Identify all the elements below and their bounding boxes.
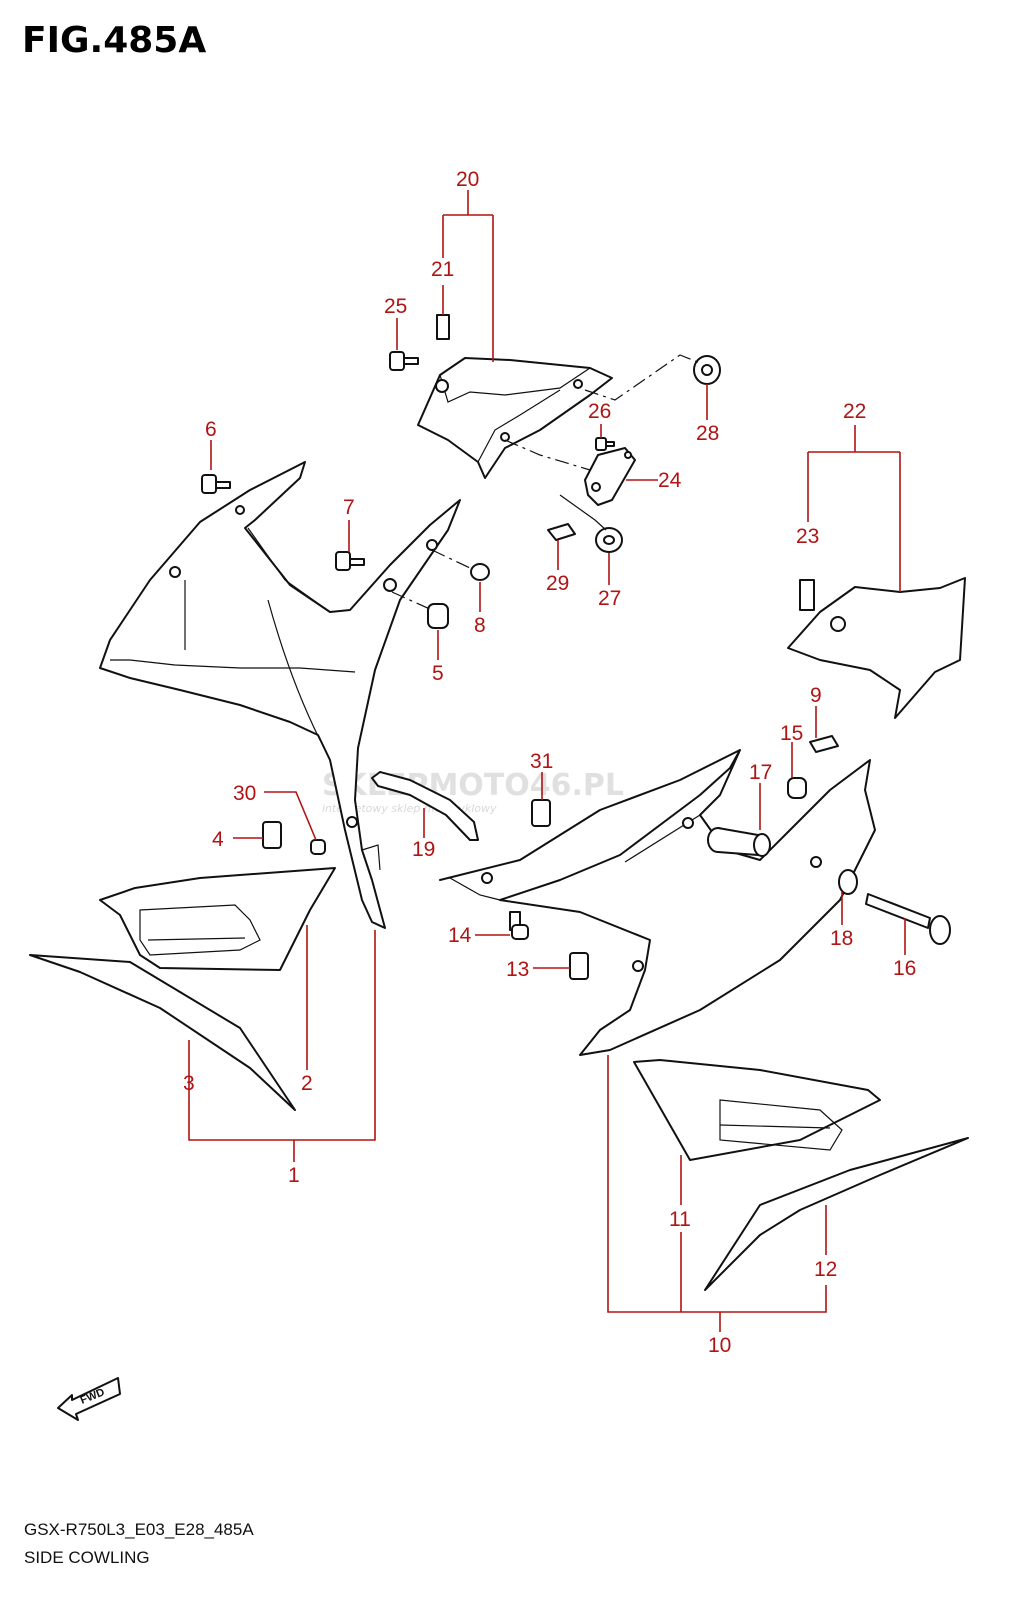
side-cowling-left-part — [99, 461, 461, 929]
footer-diagram-code: GSX-R750L3_E03_E28_485A — [24, 1520, 254, 1539]
callout-6: 6 — [205, 418, 217, 441]
callout-24: 24 — [658, 469, 682, 492]
stripe-3-part — [29, 954, 296, 1111]
callout-1: 1 — [288, 1164, 300, 1187]
callout-30: 30 — [233, 782, 256, 805]
decal-2-part — [99, 867, 336, 971]
panel-22-part — [787, 577, 966, 719]
callout-12: 12 — [814, 1258, 837, 1281]
callout-4: 4 — [212, 828, 224, 851]
grommet-5-part — [427, 603, 449, 629]
callout-23: 23 — [796, 525, 819, 548]
callout-3: 3 — [183, 1072, 195, 1095]
callout-14: 14 — [448, 924, 472, 947]
callout-8: 8 — [474, 614, 486, 637]
stripe-12-part — [704, 1137, 969, 1291]
cushion-29-part — [547, 523, 576, 541]
collar-18-part — [838, 869, 858, 895]
inner-cowling-upper-part — [417, 357, 613, 479]
side-cowling-right-part — [439, 749, 876, 1056]
callout-28: 28 — [696, 422, 719, 445]
bolt-16-part — [865, 893, 951, 945]
callout-18: 18 — [830, 927, 853, 950]
brace-19-part — [371, 771, 479, 841]
callout-9: 9 — [810, 684, 822, 707]
nut-13-part — [569, 952, 589, 980]
clip-30-part — [310, 839, 326, 855]
nut-8-part — [470, 563, 490, 581]
cap-15-part — [787, 777, 807, 799]
callout-25: 25 — [384, 295, 407, 318]
forward-arrow-icon: FWD — [57, 1377, 121, 1421]
bolt-25-part — [389, 351, 419, 371]
bracket-24-part — [584, 447, 636, 506]
callout-21: 21 — [431, 258, 454, 281]
callout-20: 20 — [456, 168, 479, 191]
callout-10: 10 — [708, 1334, 731, 1357]
callout-17: 17 — [749, 761, 772, 784]
spacer-17-part — [707, 827, 771, 857]
grommet-28-part — [693, 355, 721, 385]
bolt-7-part — [335, 551, 365, 571]
callout-15: 15 — [780, 722, 803, 745]
callout-13: 13 — [506, 958, 529, 981]
figure-title: FIG.485A — [22, 20, 207, 61]
decal-11-part — [633, 1059, 881, 1161]
callout-2: 2 — [301, 1072, 313, 1095]
callout-11: 11 — [669, 1208, 691, 1231]
footer-section-name: SIDE COWLING — [24, 1548, 150, 1567]
screw-14-part — [509, 911, 529, 940]
callout-19: 19 — [412, 838, 435, 861]
callout-26: 26 — [588, 400, 611, 423]
callout-29: 29 — [546, 572, 569, 595]
callout-16: 16 — [893, 957, 916, 980]
grommet-27-part — [595, 527, 623, 553]
nut-31-part — [531, 799, 551, 827]
callout-7: 7 — [343, 496, 355, 519]
callout-5: 5 — [432, 662, 444, 685]
label-23-part — [799, 579, 815, 611]
label-9-part — [809, 735, 839, 753]
screw-26-part — [595, 437, 615, 451]
watermark-brand: SKLEPMOTO46.PL — [322, 768, 624, 803]
callout-22: 22 — [843, 400, 866, 423]
callout-27: 27 — [598, 587, 621, 610]
callout-31: 31 — [530, 750, 553, 773]
label-21-part — [436, 314, 450, 340]
nut-4-part — [262, 821, 282, 849]
bolt-6-part — [201, 474, 231, 494]
